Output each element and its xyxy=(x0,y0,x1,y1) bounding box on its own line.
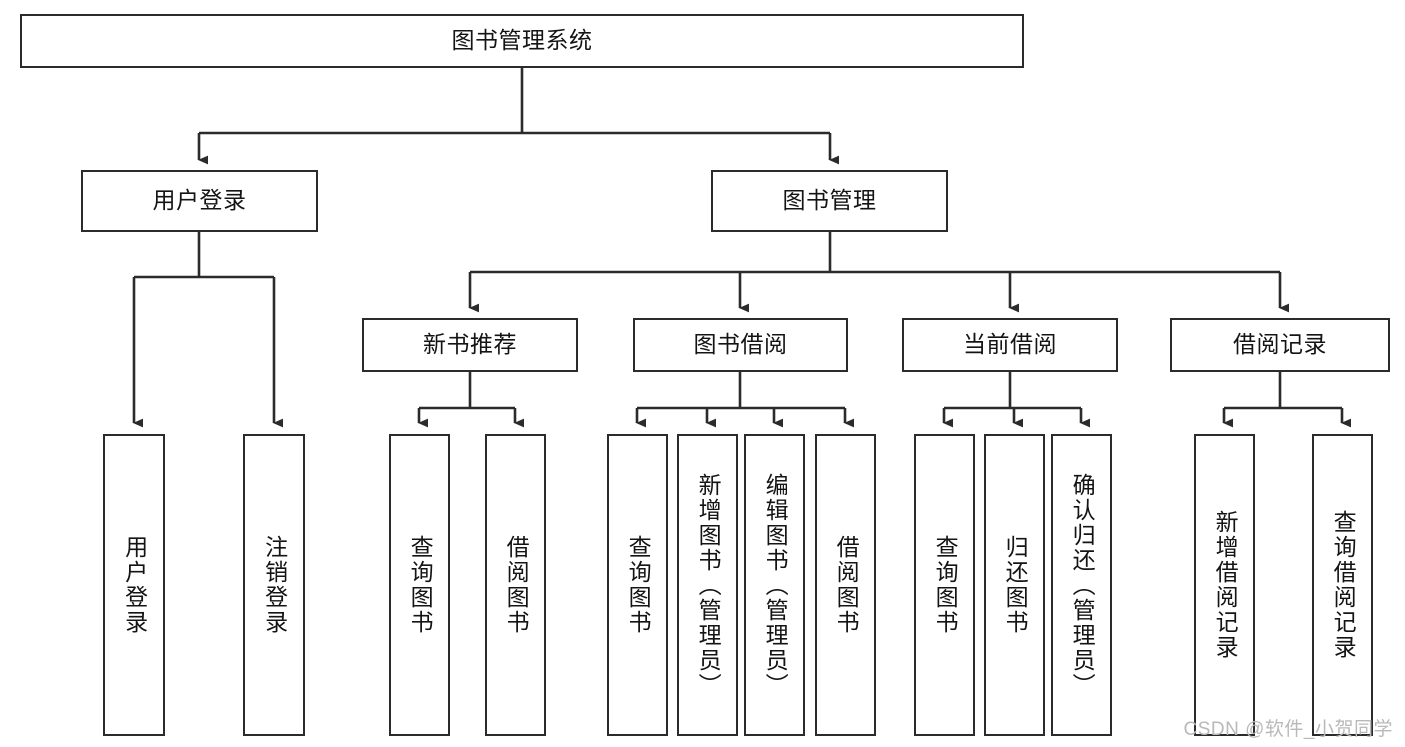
node-leaf-return-book-label: 归还图书 xyxy=(1002,535,1029,635)
node-new-book-recommend-label: 新书推荐 xyxy=(423,331,517,358)
node-new-book-recommend[interactable]: 新书推荐 xyxy=(362,318,578,372)
watermark: CSDN @软件_小贺同学 xyxy=(1183,719,1393,740)
node-leaf-return-book[interactable]: 归还图书 xyxy=(984,434,1045,736)
node-leaf-user-login-label: 用户登录 xyxy=(121,535,148,635)
node-leaf-borrow-book-1[interactable]: 借阅图书 xyxy=(485,434,546,736)
node-leaf-borrow-book-1-label: 借阅图书 xyxy=(503,535,530,635)
node-leaf-query-record[interactable]: 查询借阅记录 xyxy=(1312,434,1373,736)
node-current-borrow-label: 当前借阅 xyxy=(963,331,1057,358)
node-leaf-query-record-label: 查询借阅记录 xyxy=(1330,510,1357,660)
node-borrow-record-label: 借阅记录 xyxy=(1233,331,1327,358)
node-leaf-add-record-label: 新增借阅记录 xyxy=(1212,510,1239,660)
node-leaf-edit-book-label: 编辑图书（管理员） xyxy=(762,472,789,698)
node-leaf-edit-book[interactable]: 编辑图书（管理员） xyxy=(744,434,805,736)
node-leaf-query-book-1[interactable]: 查询图书 xyxy=(389,434,450,736)
node-leaf-add-book-label: 新增图书（管理员） xyxy=(695,472,722,698)
node-leaf-query-book-2-label: 查询图书 xyxy=(625,535,652,635)
node-leaf-confirm-return-label: 确认归还（管理员） xyxy=(1069,472,1096,698)
node-book-borrow[interactable]: 图书借阅 xyxy=(633,318,848,372)
node-leaf-logout-label: 注销登录 xyxy=(261,535,288,635)
node-book-borrow-label: 图书借阅 xyxy=(693,331,788,358)
node-root[interactable]: 图书管理系统 xyxy=(20,14,1024,68)
node-leaf-query-book-2[interactable]: 查询图书 xyxy=(607,434,668,736)
node-leaf-add-record[interactable]: 新增借阅记录 xyxy=(1194,434,1255,736)
node-leaf-query-book-3-label: 查询图书 xyxy=(932,535,959,635)
node-current-borrow[interactable]: 当前借阅 xyxy=(902,318,1118,372)
node-leaf-confirm-return[interactable]: 确认归还（管理员） xyxy=(1051,434,1112,736)
node-user-login-label: 用户登录 xyxy=(152,187,247,214)
node-leaf-add-book[interactable]: 新增图书（管理员） xyxy=(677,434,738,736)
node-user-login[interactable]: 用户登录 xyxy=(81,170,318,232)
node-leaf-borrow-book-2-label: 借阅图书 xyxy=(833,535,860,635)
node-borrow-record[interactable]: 借阅记录 xyxy=(1170,318,1390,372)
node-leaf-user-login[interactable]: 用户登录 xyxy=(103,434,165,736)
node-book-manage[interactable]: 图书管理 xyxy=(711,170,948,232)
node-leaf-query-book-3[interactable]: 查询图书 xyxy=(914,434,975,736)
node-root-label: 图书管理系统 xyxy=(451,27,593,54)
node-leaf-logout[interactable]: 注销登录 xyxy=(243,434,305,736)
node-book-manage-label: 图书管理 xyxy=(782,187,877,214)
node-leaf-query-book-1-label: 查询图书 xyxy=(407,535,434,635)
node-leaf-borrow-book-2[interactable]: 借阅图书 xyxy=(815,434,876,736)
